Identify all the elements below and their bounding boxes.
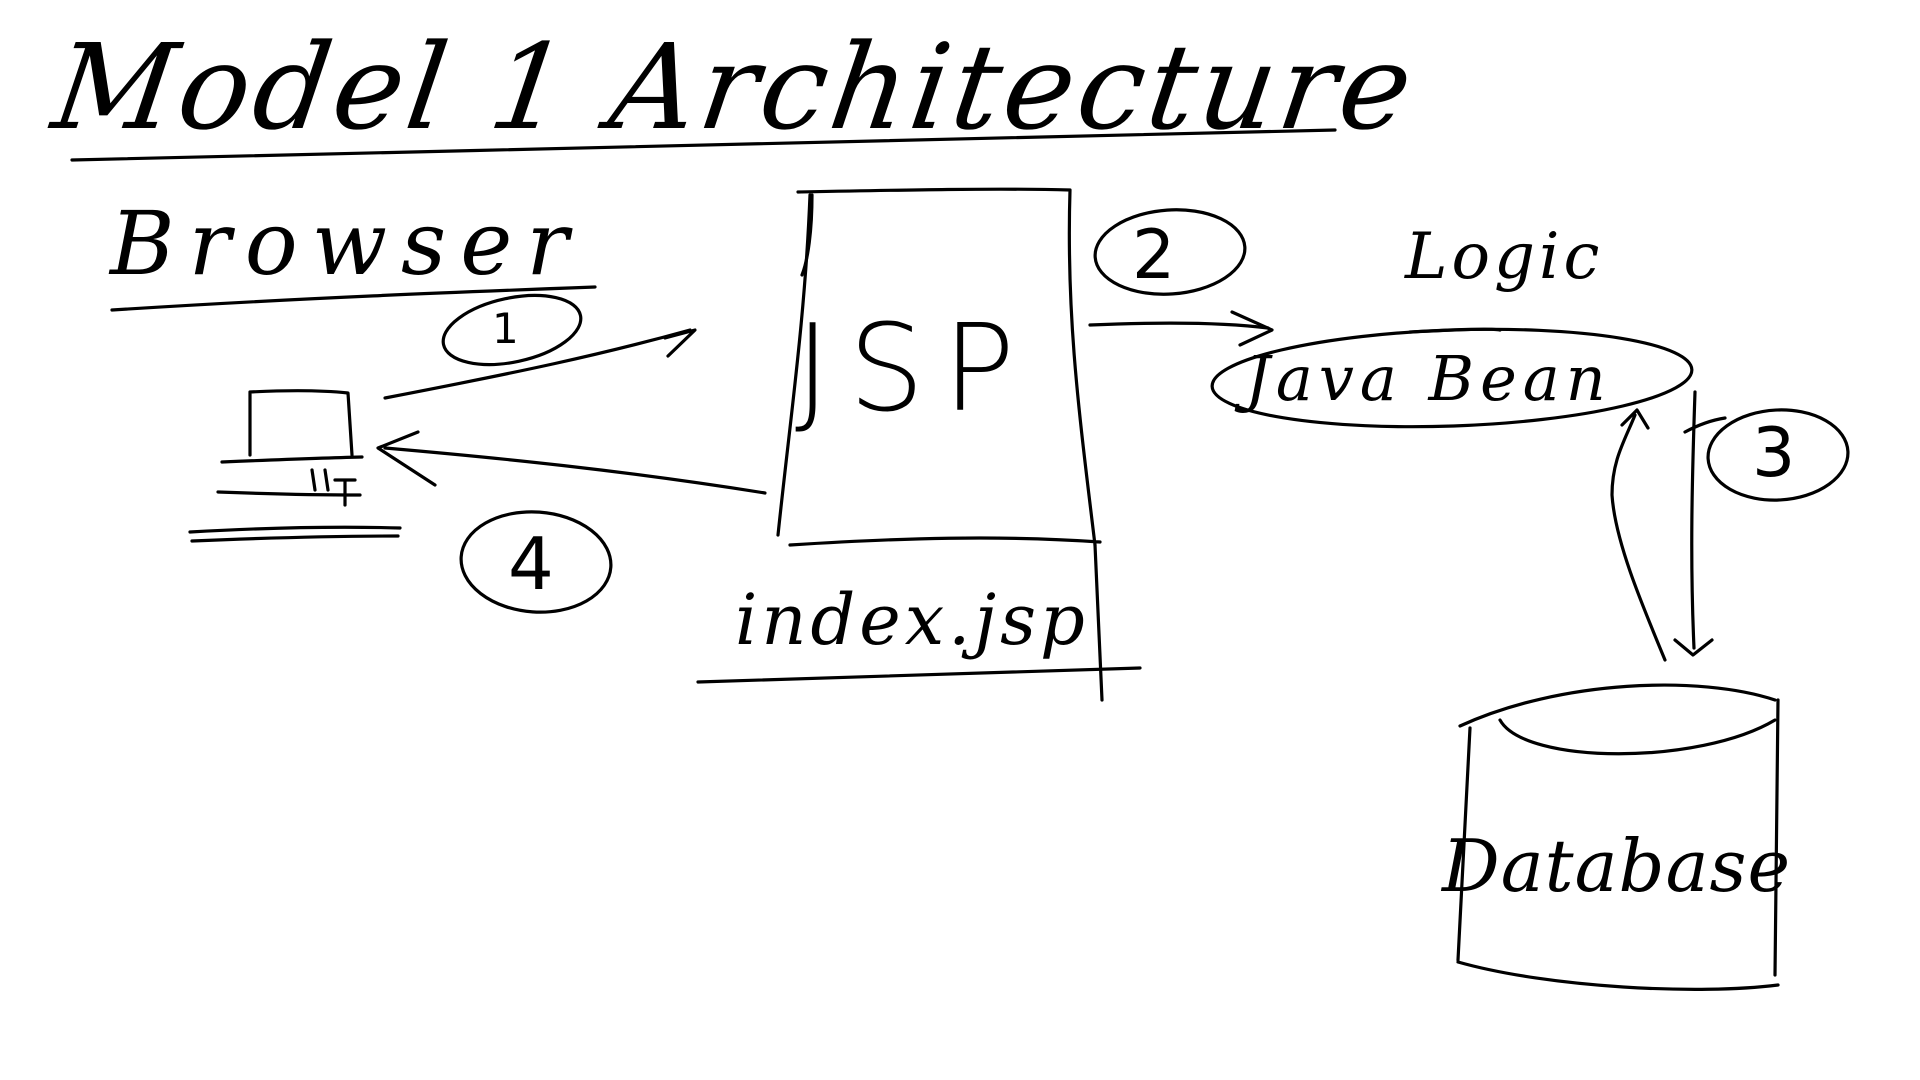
bean-return-arrow-head bbox=[1620, 408, 1650, 430]
bean-return-arrow bbox=[1610, 413, 1667, 662]
bean-ellipse bbox=[1210, 327, 1694, 429]
db-right bbox=[1773, 698, 1780, 977]
request-arrow-head bbox=[663, 328, 697, 358]
db-arrow bbox=[1690, 390, 1697, 650]
browser-label: Browser bbox=[110, 192, 583, 295]
request-arrow bbox=[383, 328, 692, 400]
db-arrow-head bbox=[1673, 638, 1714, 657]
response-arrow bbox=[383, 446, 767, 495]
step-4-label: 4 bbox=[508, 522, 554, 606]
step-1-circle bbox=[441, 293, 583, 367]
title-underline bbox=[70, 128, 1337, 162]
computer-icon bbox=[188, 389, 402, 543]
jsp-box-right-extension bbox=[1093, 543, 1104, 702]
bean-arrow bbox=[1088, 321, 1270, 330]
jsp-box bbox=[776, 187, 1102, 547]
diagram-title: Model 1 Architecture bbox=[45, 18, 1425, 156]
step-4-circle bbox=[459, 510, 613, 614]
db-left bbox=[1456, 726, 1472, 962]
database-label: Database bbox=[1442, 824, 1792, 908]
db-top bbox=[1458, 683, 1777, 728]
file-label: index.jsp bbox=[735, 579, 1089, 661]
logic-label: Logic bbox=[1405, 220, 1604, 294]
jsp-box-tick bbox=[800, 193, 814, 277]
file-underline bbox=[696, 666, 1142, 684]
step-3-circle bbox=[1706, 408, 1850, 502]
step-2-circle bbox=[1093, 208, 1247, 296]
response-arrow-head bbox=[376, 430, 437, 487]
db-top-inner bbox=[1498, 718, 1777, 756]
bean-arrow-head bbox=[1230, 310, 1274, 347]
step-1-label: 1 bbox=[492, 304, 519, 353]
db-arrow-tick bbox=[1683, 416, 1727, 434]
db-bottom bbox=[1456, 960, 1780, 991]
bean-label: Java Bean bbox=[1245, 342, 1612, 415]
step-3-label: 3 bbox=[1752, 414, 1796, 493]
jsp-label: JSP bbox=[795, 300, 1033, 439]
step-2-label: 2 bbox=[1132, 216, 1176, 295]
browser-underline bbox=[110, 285, 597, 312]
